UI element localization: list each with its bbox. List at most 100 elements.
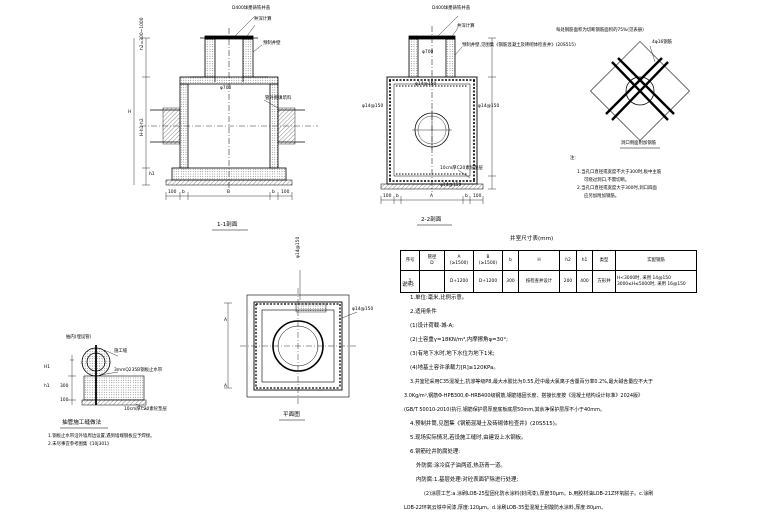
table-cell: 300 xyxy=(502,270,519,293)
pipe-detail-dim: H1 xyxy=(44,365,51,370)
pipe-detail-pipe-label: 抽内(埋设管) xyxy=(66,335,92,340)
cover-label-1-1: D400球墨铸铁井盖 xyxy=(232,6,271,11)
rebar-left-2-2: φ14@150 xyxy=(362,104,384,109)
title-2-2: 2-2剖面 xyxy=(421,217,442,223)
table-cell: 200 xyxy=(559,270,577,293)
shaft-dia-1-1: φ700 xyxy=(220,86,232,91)
plan-view-title: 平面图 xyxy=(283,412,300,418)
note-line: 2.适用条件 xyxy=(410,309,437,315)
reinforcement-detail xyxy=(590,41,690,149)
wall-label-2-2: 预制井壁,见图集《钢筋混凝土及砖砌体检查井》(20S515) xyxy=(462,43,576,48)
dim-h-lower-1-1: H-h1-h2 xyxy=(140,118,145,136)
table-cell: D+1200 xyxy=(473,270,503,293)
note-line: 内防腐:1.基层处理:对砼表面铲除进行处理; xyxy=(416,477,519,483)
dim-bottom-1-1-c: B xyxy=(227,190,231,195)
table-cell: 400 xyxy=(576,270,593,293)
dim-bottom-2-2-c: A xyxy=(430,194,434,199)
plan-rebar-top: φ14@150 xyxy=(296,236,301,258)
ring-label-1-1: 井深计算 xyxy=(254,17,272,22)
note-line: 3.井室砼采用C35混凝土,抗渗等级P8,最大水胶比为0.55,砼中最大氯离子含… xyxy=(410,379,653,385)
title-1-1: 1-1剖面 xyxy=(217,222,238,228)
table-header-cell: b xyxy=(502,250,519,271)
plan-section-mark-a: A xyxy=(224,318,228,323)
rebar-top-2-2: φ14@150 xyxy=(415,82,437,87)
pipe-detail-joint-label: 施工缝 xyxy=(114,349,128,354)
pipe-detail-dim: 100 xyxy=(60,398,69,403)
pipe-detail-dim: h1 xyxy=(44,384,50,389)
table-header-cell: 类型 xyxy=(592,250,616,271)
plan-rebar-right: φ14@150 xyxy=(352,307,374,312)
table-cell xyxy=(419,270,445,293)
note-line: (GB/T 50010-2010)执行,钢筋保护层厚度底板底层50mm,其余净保… xyxy=(404,407,605,413)
side-note-line: 2.当孔口直径或宽度大于300时,洞口四面 xyxy=(577,186,657,191)
dim-bottom-1-1-e: 100 xyxy=(281,190,290,195)
table-header-cell: B (≥1500) xyxy=(473,250,503,271)
plan-view xyxy=(224,270,358,421)
rebar-right-2-2: φ14@150 xyxy=(478,104,500,109)
pipe-detail-note: 2.未尽事宜参考图集《10J301》 xyxy=(48,442,112,447)
ring-label-2-2: 井深计算 xyxy=(457,24,475,29)
plan-section-mark-a: A xyxy=(224,384,228,389)
note-line: (2)土容重γ=18KN/m³,内摩擦角φ=30°; xyxy=(410,337,508,343)
cover-label-2-2: D400球墨铸铁井盖 xyxy=(432,6,471,11)
dim-h-upper-1-1: h2=300~1000 xyxy=(140,17,145,51)
pipe-label-1-1: 管外侧填筑料 xyxy=(265,96,292,101)
notes-heading: 说明: xyxy=(402,282,415,288)
note-line: 1.单位:毫米,比例示意。 xyxy=(410,295,468,301)
dimension-table-caption: 井室尺寸表(mm) xyxy=(510,236,554,242)
table-header-cell: h2 xyxy=(559,250,577,271)
side-note-line: 可绕过洞口,不需切断。 xyxy=(584,178,630,183)
dim-h1-1-1: h1 xyxy=(149,172,155,177)
reinforcement-bar-label: 4φ16钢筋 xyxy=(652,40,673,45)
side-notes-heading: 注: xyxy=(570,156,576,161)
dimension-table: 序号 管径 D A (≥1500) B (≥1500) b H h2 h1 类型… xyxy=(400,250,697,293)
rebar-bottom-2-2: φ14@150 xyxy=(440,183,462,188)
pipe-detail-title: 抽管施工缝做法 xyxy=(62,420,102,426)
dim-bottom-1-1-a: 100 xyxy=(168,190,177,195)
note-line: (1)设计荷载-城-A; xyxy=(410,323,454,329)
pipe-detail-note: 1.钢板止水带沿外墙周边设置,遇到墙端钢板应予焊接。 xyxy=(48,434,155,439)
dim-bottom-2-2-e: 100 xyxy=(473,194,482,199)
note-line: 5.现场实际情况,若设施工缝时,由建设上水钢板。 xyxy=(410,435,527,441)
table-header-row: 序号 管径 D A (≥1500) B (≥1500) b H h2 h1 类型… xyxy=(400,250,697,271)
wall-label-1-1: 预制井壁 xyxy=(263,41,281,46)
table-cell: H<3000时, 采用 14@150 3000≤H≤5000时, 采用 16@1… xyxy=(615,270,697,293)
dim-bottom-1-1-d: b xyxy=(272,190,275,195)
reinforcement-title: 洞口侧面附加钢筋 xyxy=(621,141,657,146)
note-line: 3.0Kg/m³,钢筋Φ-HPB300,Φ-HRB400级钢筋,钢筋锚固长度、搭… xyxy=(404,393,643,399)
table-cell: 按检查井设计 xyxy=(518,270,560,293)
table-header-cell: 序号 xyxy=(400,250,420,271)
note-line: 外防腐:涂冷底子油两道,热沥青一道。 xyxy=(416,463,506,469)
reinforcement-header: 每处钢筋面积为切断钢筋面积的75%(见表册) xyxy=(556,28,644,33)
pipe-detail-base-label: 10cm厚C20素砼垫层 xyxy=(124,407,167,412)
table-header-cell: 管径 D xyxy=(419,250,445,271)
pipe-detail-steel-label: 3mmQ235B钢板止水带 xyxy=(114,368,163,373)
dim-bottom-1-1-b: b xyxy=(182,190,185,195)
dim-bottom-2-2-a: 100 xyxy=(383,194,392,199)
dim-bottom-2-2-d: b xyxy=(465,194,468,199)
note-line: 4.预制井筒,见图集《钢筋混凝土及砖砌体检查井》(20S515)。 xyxy=(410,421,561,427)
pipe-detail-dim: 300 xyxy=(60,384,69,389)
section-2-2 xyxy=(380,15,496,226)
side-note-line: 1.当孔口直径或宽度不大于300时,板中主筋 xyxy=(577,170,662,175)
table-header-cell: H xyxy=(518,250,560,271)
note-line: 6.钢筋砼井防腐处理: xyxy=(410,449,461,455)
dim-bottom-2-2-b: b xyxy=(396,194,399,199)
dim-h-1-1: H xyxy=(128,110,132,115)
table-header-cell: 实配钢筋 xyxy=(615,250,697,271)
note-line: (3)有地下水时,地下水位为地下1米; xyxy=(410,351,495,357)
pipe-detail xyxy=(60,345,149,429)
shaft-dia-2-2: φ700 xyxy=(422,50,434,55)
table-cell: 方形井 xyxy=(592,270,616,293)
side-note-line: 应另加附加钢筋。 xyxy=(584,194,620,199)
note-line: (2)涂层工艺:a.涂刷LOB-25型固化防水涂料(封闭漆),厚度30μm。b.… xyxy=(424,491,654,497)
base-label-2-2: 10cm厚C20素砼垫层 xyxy=(440,166,483,171)
note-line: LOB-22环氧云铁中间漆,厚度:120μm。d.涂刷LOB-35型混凝土耐酸防… xyxy=(404,505,607,511)
table-header-cell: A (≥1500) xyxy=(444,250,474,271)
table-cell: D+1200 xyxy=(444,270,474,293)
section-1-1 xyxy=(133,15,318,231)
table-header-cell: h1 xyxy=(576,250,593,271)
note-line: (4)地基土容许承载力[R]≥120KPa。 xyxy=(410,365,499,371)
table-row: 1 D+1200 D+1200 300 按检查井设计 200 400 方形井 H… xyxy=(400,270,697,293)
